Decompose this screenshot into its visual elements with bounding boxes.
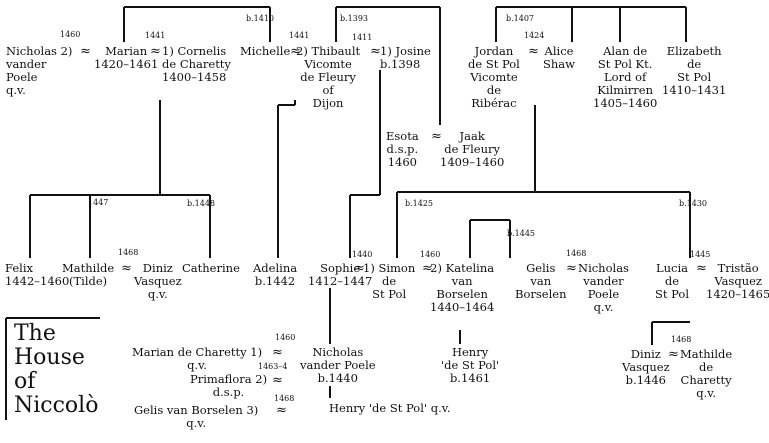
person-jordan-de-st-pol: Jordan de St Pol Vicomte de Ribérac xyxy=(468,44,520,110)
person-cornelis-de-charetty: 1) Cornelis de Charetty 1400–1458 xyxy=(162,44,231,84)
marriage-symbol: ≈ xyxy=(431,129,442,144)
date-mark: 1424 xyxy=(524,31,545,40)
date-mark: b.1445 xyxy=(507,229,536,238)
date-mark: 1468 xyxy=(671,335,692,344)
date-mark: 1460 xyxy=(275,333,296,342)
date-mark: 1468 xyxy=(274,394,295,403)
marriage-symbol: ≈ xyxy=(150,44,161,59)
person-henry-de-st-pol: Henry 'de St Pol' b.1461 xyxy=(441,345,500,385)
person-marian: Marian 1420–1461 xyxy=(94,44,159,71)
marriage-symbol: ≈ xyxy=(276,403,287,418)
person-marian-de-charetty: Marian de Charetty 1) q.v. xyxy=(132,345,263,372)
date-mark: 1447 xyxy=(88,198,109,207)
date-mark: 1468 xyxy=(566,249,587,258)
person-elizabeth-de-st-pol: Elizabeth de St Pol 1410–1431 xyxy=(662,44,727,97)
person-nicholas-vander-poele: Nicholas 2) vander Poele q.v. xyxy=(6,44,73,97)
date-mark: 1441 xyxy=(145,31,166,40)
person-josine: 1) Josine b.1398 xyxy=(380,44,431,71)
date-mark: b.1425 xyxy=(405,199,434,208)
date-mark: 1441 xyxy=(289,31,310,40)
person-nicholas-vander-poele-2: Nicholas vander Poele q.v. xyxy=(578,261,629,314)
person-diniz-vasquez: Diniz Vasquez q.v. xyxy=(134,261,182,301)
date-mark: 1445 xyxy=(690,250,711,259)
marriage-symbol: ≈ xyxy=(566,261,577,276)
date-mark: 1468 xyxy=(118,248,139,257)
diagram-title: The House of Niccolò xyxy=(14,321,99,418)
person-henry-de-st-pol-2: Henry 'de St Pol' q.v. xyxy=(329,401,451,415)
date-mark: b.1393 xyxy=(340,14,369,23)
person-alice-shaw: Alice Shaw xyxy=(543,44,575,71)
person-nicholas-vander-poele-3: Nicholas vander Poele b.1440 xyxy=(300,345,376,385)
person-adelina: Adelina b.1442 xyxy=(253,261,298,288)
person-sophie: Sophie 1412–1447 xyxy=(308,261,373,288)
person-mathilde-de-charetty: Mathilde de Charetty q.v. xyxy=(680,347,733,400)
person-primaflora: Primaflora 2) d.s.p. xyxy=(190,372,268,399)
person-katelina-van-borselen: 2) Katelina van Borselen 1440–1464 xyxy=(430,261,495,314)
marriage-symbol: ≈ xyxy=(80,44,91,59)
date-mark: b.1407 xyxy=(506,14,535,23)
marriage-symbol: ≈ xyxy=(370,44,381,59)
person-lucia-de-st-pol: Lucia de St Pol xyxy=(655,261,690,301)
marriage-symbol: ≈ xyxy=(272,373,283,388)
person-gelis-van-borselen: Gelis van Borselen xyxy=(515,261,567,301)
person-alan-de-st-pol: Alan de St Pol Kt. Lord of Kilmirren 140… xyxy=(593,44,658,110)
marriage-symbol: ≈ xyxy=(668,347,679,362)
person-esota: Esota d.s.p. 1460 xyxy=(386,129,419,169)
marriage-symbol: ≈ xyxy=(696,261,707,276)
marriage-symbol: ≈ xyxy=(528,44,539,59)
person-mathilde-tilde: Mathilde (Tilde) xyxy=(62,261,115,288)
person-gelis-van-borselen-2: Gelis van Borselen 3) q.v. xyxy=(134,403,259,430)
date-mark: 1460 xyxy=(60,30,81,39)
person-felix: Felix 1442–1460 xyxy=(5,261,70,288)
marriage-symbol: ≈ xyxy=(272,345,283,360)
person-thibault: 2) Thibault Vicomte de Fleury of Dijon xyxy=(296,44,361,110)
date-mark: b.1448 xyxy=(187,199,216,208)
person-tristao-vasquez: Tristão Vasquez 1420–1465 xyxy=(706,261,769,301)
date-mark: 1411 xyxy=(352,33,373,42)
person-diniz-vasquez-2: Diniz Vasquez b.1446 xyxy=(622,347,670,387)
person-jaak-de-fleury: Jaak de Fleury 1409–1460 xyxy=(440,129,505,169)
date-mark: 1440 xyxy=(352,250,373,259)
person-catherine: Catherine xyxy=(182,261,240,275)
marriage-symbol: ≈ xyxy=(121,261,132,276)
marriage-symbol: ≈ xyxy=(422,261,433,276)
date-mark: 1460 xyxy=(420,250,441,259)
date-mark: b.1410 xyxy=(246,14,275,23)
person-michelle: Michelle xyxy=(240,44,291,58)
date-mark: b.1430 xyxy=(679,199,708,208)
person-simon-de-st-pol: 1) Simon de St Pol xyxy=(363,261,416,301)
marriage-symbol: ≈ xyxy=(354,261,365,276)
marriage-symbol: ≈ xyxy=(290,44,301,59)
date-mark: 1463–4 xyxy=(258,362,288,371)
